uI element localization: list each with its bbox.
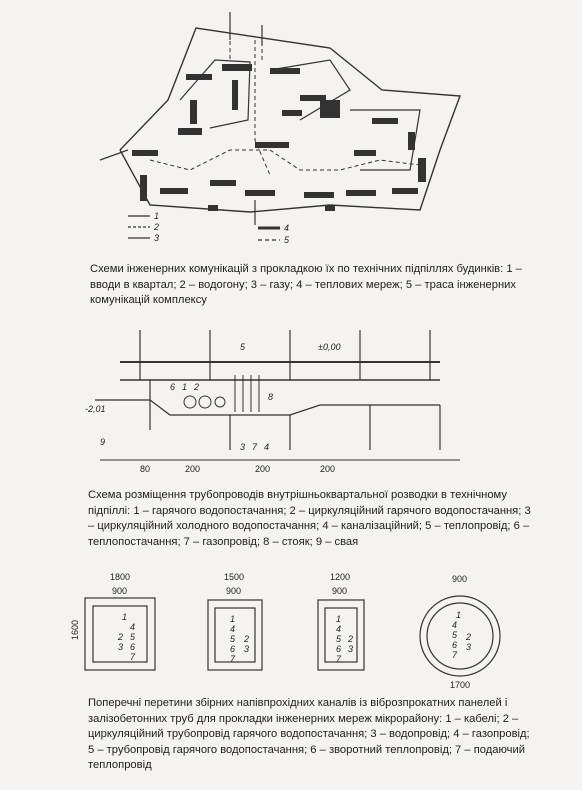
figure1-caption: Схеми інженерних комунікацій з прокладко…: [90, 263, 522, 306]
figure-site-plan: 1 2 3 4 5: [0, 0, 582, 260]
legend-4: 4: [284, 223, 289, 233]
s1-n3: 3: [118, 642, 123, 652]
depth-mark: -2,01: [85, 404, 106, 414]
dim-200-a: 200: [185, 464, 200, 474]
s2-n2: 2: [243, 634, 249, 644]
sec2-outer: 1500: [224, 572, 244, 582]
sec4-inner: 900: [452, 574, 467, 584]
s4-n3: 3: [466, 642, 471, 652]
s3-n3: 3: [348, 644, 353, 654]
sec1-height: 1600: [70, 620, 80, 640]
sec3-outer: 1200: [330, 572, 350, 582]
callout-2: 2: [193, 382, 199, 392]
s1-n6: 6: [130, 642, 135, 652]
s3-n6: 6: [336, 644, 341, 654]
s2-n1: 1: [230, 614, 235, 624]
dim-200-b: 200: [255, 464, 270, 474]
s1-n2: 2: [117, 632, 123, 642]
s4-n2: 2: [465, 632, 471, 642]
callout-3: 3: [240, 442, 245, 452]
s4-n5: 5: [452, 630, 458, 640]
s1-n1: 1: [122, 612, 127, 622]
s2-n5: 5: [230, 634, 236, 644]
s1-n7: 7: [130, 652, 136, 662]
level-mark: ±0,00: [318, 342, 340, 352]
callout-7: 7: [252, 442, 258, 452]
s1-n4: 4: [130, 622, 135, 632]
s2-n4: 4: [230, 624, 235, 634]
s4-n6: 6: [452, 640, 457, 650]
callout-4: 4: [264, 442, 269, 452]
s3-n2: 2: [347, 634, 353, 644]
callout-1: 1: [182, 382, 187, 392]
figure2-caption: Схема розміщення трубопроводів внутрішнь…: [88, 489, 531, 548]
legend-1: 1: [154, 211, 159, 221]
callout-8: 8: [268, 392, 273, 402]
sec2-inner: 900: [226, 586, 241, 596]
basement-section-drawing: ±0,00 -2,01 5 6 1 2 8 9 3 7 4 80 200 200…: [85, 330, 460, 474]
figure3-caption: Поперечні перетини збірних напівпрохідни…: [88, 697, 530, 771]
s3-n7: 7: [336, 654, 342, 664]
s4-n1: 1: [456, 610, 461, 620]
sec3-inner: 900: [332, 586, 347, 596]
s4-n7: 7: [452, 650, 458, 660]
figure-channel-sections: 1800 900 1600 1500 900 1200 900 900 1700…: [0, 570, 582, 690]
s3-n1: 1: [336, 614, 341, 624]
s4-n4: 4: [452, 620, 457, 630]
sec1-inner: 900: [112, 586, 127, 596]
callout-9: 9: [100, 437, 105, 447]
s2-n6: 6: [230, 644, 235, 654]
dim-200-c: 200: [320, 464, 335, 474]
callout-6: 6: [170, 382, 175, 392]
s1-n5: 5: [130, 632, 136, 642]
sec1-outer: 1800: [110, 572, 130, 582]
s3-n5: 5: [336, 634, 342, 644]
legend-2: 2: [153, 222, 159, 232]
channel-sections-drawing: 1800 900 1600 1500 900 1200 900 900 1700…: [70, 572, 501, 690]
figure-basement-section: ±0,00 -2,01 5 6 1 2 8 9 3 7 4 80 200 200…: [0, 320, 582, 480]
dim-80: 80: [140, 464, 150, 474]
callout-5: 5: [240, 342, 246, 352]
sec4-diameter: 1700: [450, 680, 470, 690]
s3-n4: 4: [336, 624, 341, 634]
site-plan-drawing: 1 2 3 4 5: [99, 12, 461, 245]
legend-3: 3: [154, 233, 159, 243]
s2-n3: 3: [244, 644, 249, 654]
legend-5: 5: [284, 235, 290, 245]
s2-n7: 7: [230, 654, 236, 664]
